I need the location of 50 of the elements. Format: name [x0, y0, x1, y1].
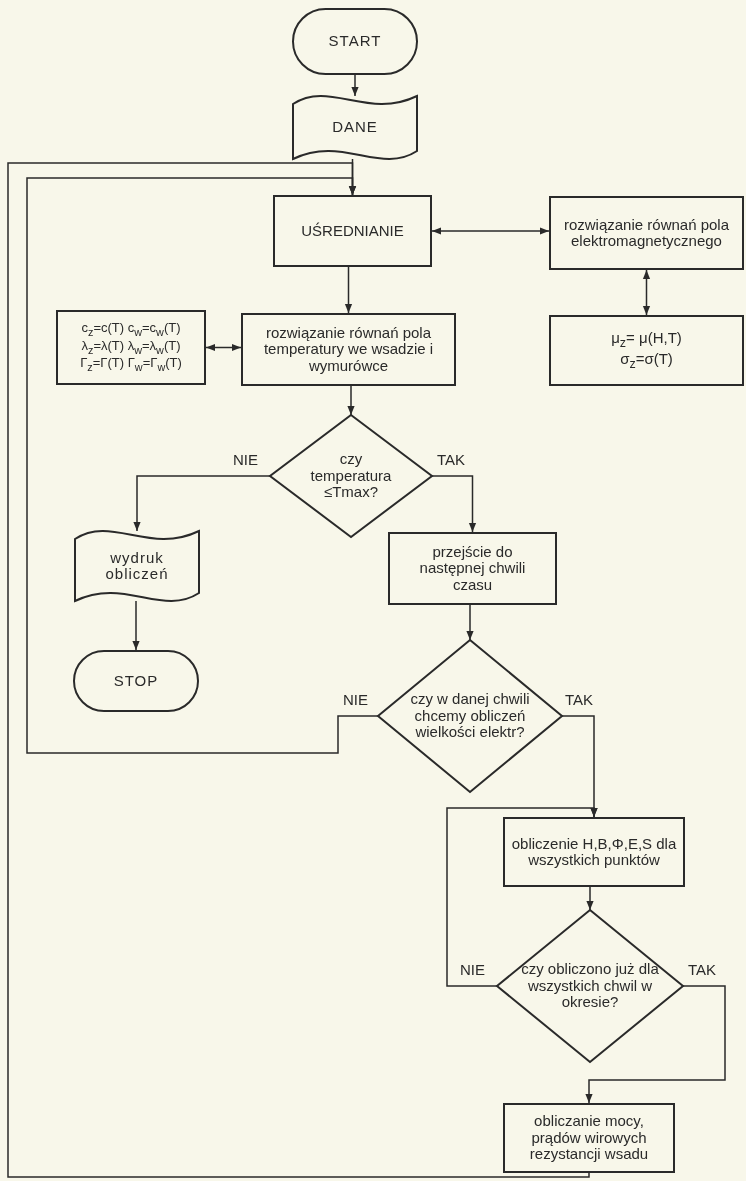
- edge-label: NIE: [342, 692, 369, 708]
- arrow: [431, 475, 477, 533]
- node-label: obliczanie mocy, prądów wirowych rezystancji wsadu: [528, 1113, 650, 1163]
- arrow: [7, 162, 590, 1178]
- edge-label: NIE: [232, 452, 259, 468]
- node-label: obliczenie H,B,Φ,E,S dla wszystkich punktów: [510, 835, 678, 869]
- arrow: [133, 475, 271, 532]
- arrow: [347, 385, 355, 416]
- process-box: [241, 313, 456, 386]
- decision-diamond: [378, 640, 562, 792]
- arrow: [642, 269, 651, 316]
- node-label: rozwiązanie równań pola elektromagnetycznego: [562, 216, 731, 250]
- node-label: Γ$_{z}$=Γ(T) Γ$_{w}$=Γ$_{w}$(T): [80, 356, 182, 374]
- arrow: [344, 266, 353, 314]
- arrow: [446, 807, 598, 987]
- process-box: [273, 195, 432, 267]
- node-label: c$_{z}$=c(T) c$_{w}$=c$_{w}$(T): [81, 321, 181, 339]
- node-label: czy temperatura ≤Tmax?: [309, 451, 393, 501]
- process-box: [503, 1103, 675, 1173]
- node-label: czy w danej chwili chcemy obliczeń wielkości elektr?: [409, 691, 531, 741]
- node-label: μ$_{z}$= μ(H,T): [611, 329, 682, 351]
- node-label: START: [328, 33, 382, 50]
- node-label: DANE: [332, 119, 378, 136]
- edge-label: TAK: [687, 962, 718, 978]
- arrow: [431, 227, 550, 235]
- node-label: STOP: [113, 672, 159, 690]
- process-box: [549, 196, 744, 270]
- node-label: czy obliczono już dla wszystkich chwil w okresie?: [520, 961, 660, 1011]
- arrow: [132, 600, 140, 651]
- arrow: [205, 343, 242, 352]
- arrow: [466, 604, 474, 641]
- process-box: [503, 817, 685, 887]
- arrow: [26, 177, 379, 754]
- node-label: UŚREDNIANIE: [301, 222, 404, 240]
- decision-diamond: [270, 415, 432, 537]
- process-box: [549, 315, 744, 386]
- node-label: σ$_{z}$=σ(T): [620, 350, 673, 372]
- arrow: [351, 74, 359, 97]
- arrow: [586, 886, 594, 911]
- process-box: [388, 532, 557, 605]
- node-label: λ$_{z}$=λ(T) λ$_{w}$=λ$_{w}$(T): [81, 338, 181, 357]
- decision-diamond: [497, 910, 683, 1062]
- node-label: wydruk obliczeń: [104, 549, 170, 583]
- node-label: przejście do następnej chwili czasu: [418, 543, 527, 594]
- process-box: [56, 310, 206, 385]
- arrow: [585, 985, 726, 1104]
- edge-label: TAK: [564, 692, 595, 708]
- edge-label: NIE: [459, 962, 486, 978]
- edge-label: TAK: [436, 452, 467, 468]
- node-label: rozwiązanie równań pola temperatury we wsadzie i wymurówce: [262, 324, 435, 375]
